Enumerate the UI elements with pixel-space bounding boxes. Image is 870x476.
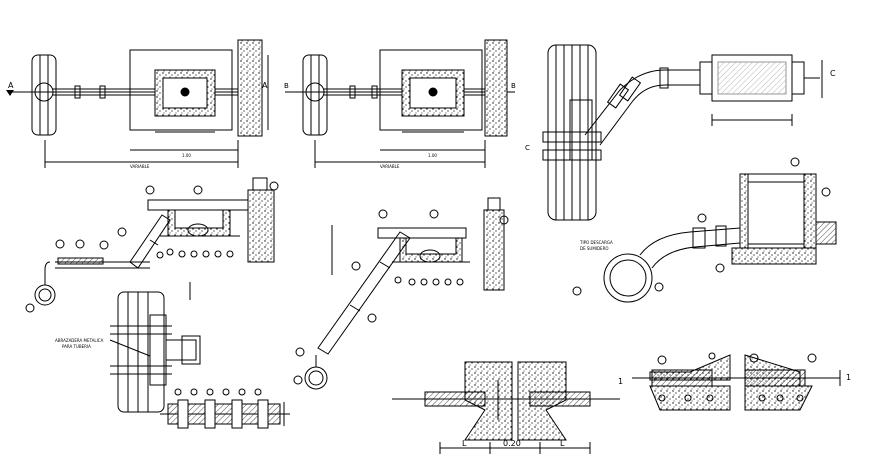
svg-text:ABRAZADERA METALICA: ABRAZADERA METALICA <box>55 338 104 343</box>
section-marker-c-right: C <box>830 69 836 78</box>
dim-variable-right: VARIABLE <box>380 164 400 169</box>
section-marker-1-right: 1 <box>846 373 851 382</box>
note-abrazadera: ABRAZADERA METALICA PARA TUBERIA <box>55 338 104 349</box>
dim-variable-left: VARIABLE <box>130 164 150 169</box>
dim-small-right: 1.00 <box>428 153 437 158</box>
curved-pipe-detail <box>572 157 837 303</box>
wall-penetration-detail <box>392 361 620 454</box>
svg-text:1: 1 <box>846 373 851 382</box>
section-marker-b-right: B <box>511 82 516 90</box>
svg-text:TIPO DESCARGA: TIPO DESCARGA <box>579 240 613 245</box>
dim-small-left: 1.00 <box>182 153 191 158</box>
pipe-strip-bottom-left <box>160 388 290 429</box>
plan-view-b <box>285 39 515 168</box>
svg-text:B: B <box>511 82 516 90</box>
dim-l-right: L <box>560 439 565 448</box>
svg-text:C: C <box>525 144 530 152</box>
svg-text:C: C <box>830 69 836 78</box>
column-elbow-view <box>542 44 823 221</box>
section-marker-1-left: 1 <box>618 377 623 386</box>
svg-text:A: A <box>8 81 14 90</box>
anchor-detail-bottom-right <box>632 352 841 411</box>
section-detail-center <box>293 197 509 390</box>
dim-l-left: L <box>462 439 467 448</box>
plan-view-a <box>10 39 269 168</box>
section-detail-left <box>25 177 279 313</box>
clamp-elevation <box>109 282 201 413</box>
section-marker-a-right: A <box>262 81 268 90</box>
section-marker-c-left: C <box>525 144 530 152</box>
section-marker-b-left: B <box>284 82 289 90</box>
svg-text:B: B <box>284 82 289 90</box>
svg-text:DE SUMIDERO: DE SUMIDERO <box>580 246 609 251</box>
dim-gap: 0.20 <box>503 439 521 448</box>
svg-text:A: A <box>262 81 268 90</box>
note-curve: TIPO DESCARGA DE SUMIDERO <box>579 240 613 251</box>
svg-text:PARA TUBERIA: PARA TUBERIA <box>62 344 91 349</box>
svg-text:1: 1 <box>618 377 623 386</box>
section-marker-a-left: A <box>6 81 14 96</box>
